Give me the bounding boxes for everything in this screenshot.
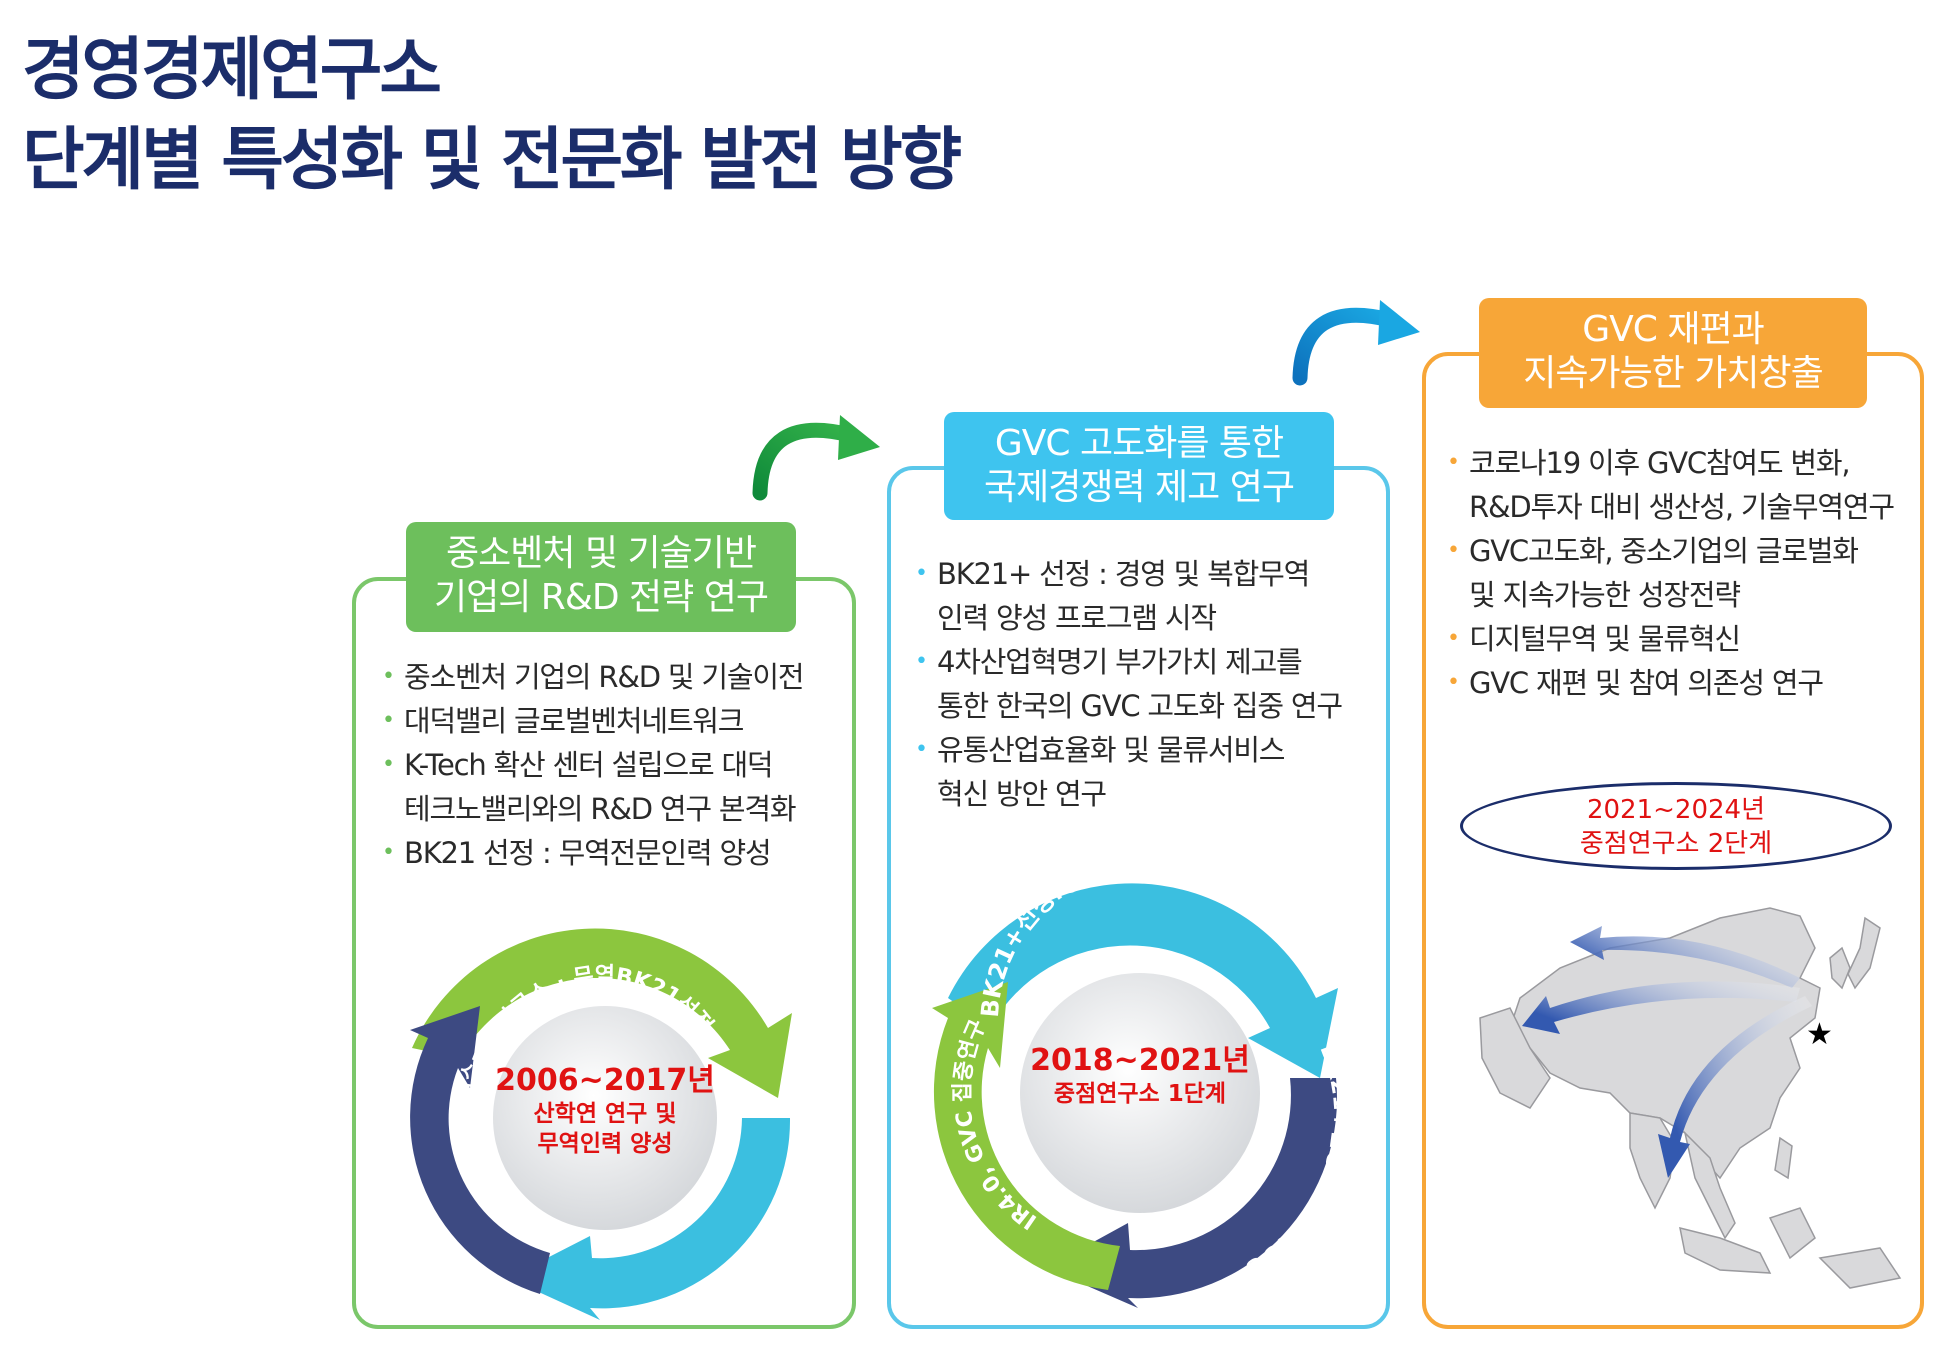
stage2-header: GVC 고도화를 통한 국제경쟁력 제고 연구 bbox=[944, 412, 1334, 520]
cycle-arrow-cyan bbox=[948, 883, 1338, 1078]
bullet-text: BK21+ 선정 : 경영 및 복합무역 bbox=[937, 557, 1310, 591]
bullet-text: 중소벤처 기업의 R&D 및 기술이전 bbox=[404, 660, 805, 694]
cycle-core bbox=[1020, 973, 1260, 1213]
stage1-header-line: 기업의 R&D 전략 연구 bbox=[434, 577, 769, 618]
list-item: 대덕밸리 글로벌벤처네트워크 bbox=[382, 699, 803, 743]
bullet-text: 인력 양성 프로그램 시작 bbox=[937, 601, 1217, 635]
bullet-text: 유통산업효율화 및 물류서비스 bbox=[937, 733, 1285, 767]
bullet-text: 4차산업혁명기 부가가치 제고를 bbox=[937, 645, 1303, 679]
stage1-bullets: 중소벤처 기업의 R&D 및 기술이전 대덕밸리 글로벌벤처네트워크 K-Tec… bbox=[382, 655, 805, 875]
stage2-header-line: 국제경쟁력 제고 연구 bbox=[984, 467, 1295, 508]
stage3-period-ellipse: 2021~2024년 중점연구소 2단계 bbox=[1460, 782, 1892, 870]
bullet-text: BK21 선정 : 무역전문인력 양성 bbox=[404, 836, 772, 870]
bullet-text: K-Tech 확산 센터 설립으로 대덕 bbox=[404, 748, 774, 782]
cycle-arrow-green bbox=[412, 928, 792, 1098]
list-item: 중소벤처 기업의 R&D 및 기술이전 bbox=[382, 655, 805, 699]
map-land bbox=[1479, 907, 1902, 1289]
cycle-year: 2018~2021년 bbox=[1030, 1043, 1250, 1078]
stage3-header-line: GVC 재편과 bbox=[1582, 309, 1764, 350]
cycle-subtitle: 무역인력 양성 bbox=[537, 1131, 673, 1157]
map-arrow-west bbox=[1570, 926, 1800, 988]
cycle-arrow-navy bbox=[410, 1006, 550, 1294]
list-item: BK21 선정 : 무역전문인력 양성 bbox=[382, 831, 803, 875]
stage1-header: 중소벤처 및 기술기반 기업의 R&D 전략 연구 bbox=[406, 522, 796, 632]
stage2-cycle-center: 2018~2021년 중점연구소 1단계 bbox=[1025, 1043, 1255, 1109]
list-item: 코로나19 이후 GVC참여도 변화, R&D투자 대비 생산성, 기술무역연구 bbox=[1447, 441, 1895, 529]
bullet-text: 디지털무역 및 물류혁신 bbox=[1469, 622, 1741, 656]
bullet-text: 코로나19 이후 GVC참여도 변화, bbox=[1469, 446, 1851, 480]
stage1-cycle-diagram: 중점연구소 · 무역BK21선정 K-Tech확산센터 설립 e-비즈니스센터 … bbox=[391, 899, 792, 1320]
bullet-text: R&D투자 대비 생산성, 기술무역연구 bbox=[1469, 490, 1895, 524]
stage3-header-line: 지속가능한 가치창출 bbox=[1523, 353, 1824, 394]
asia-map: ★ bbox=[1479, 907, 1902, 1289]
bullet-text: 테크노밸리와의 R&D 연구 본격화 bbox=[404, 792, 797, 826]
list-item: GVC 재편 및 참여 의존성 연구 bbox=[1447, 661, 1894, 705]
title-line-1: 경영경제연구소 bbox=[22, 31, 442, 110]
stage3-bullets: 코로나19 이후 GVC참여도 변화,R&D투자 대비 생산성, 기술무역연구 … bbox=[1447, 441, 1895, 705]
stage2-header-line: GVC 고도화를 통한 bbox=[994, 423, 1284, 464]
korea-marker: ★ bbox=[1806, 1017, 1833, 1052]
cycle-year: 2006~2017년 bbox=[495, 1063, 715, 1098]
page-title: 경영경제연구소 단계별 특성화 및 전문화 발전 방향 bbox=[22, 26, 962, 206]
period-label: 중점연구소 2단계 bbox=[1579, 829, 1773, 859]
cycle-subtitle: 중점연구소 1단계 bbox=[1053, 1081, 1227, 1107]
map-arrow-south bbox=[1658, 996, 1812, 1178]
cycle-core bbox=[493, 1006, 717, 1230]
bullet-text: GVC고도화, 중소기업의 글로벌화 bbox=[1469, 534, 1859, 568]
cycle-arrow-green bbox=[932, 982, 1120, 1290]
arrow-stage1-to-2 bbox=[752, 415, 880, 501]
bullet-text: 및 지속가능한 성장전략 bbox=[1469, 578, 1741, 612]
cycle-subtitle: 산학연 연구 및 bbox=[533, 1101, 677, 1127]
stage3-header: GVC 재편과 지속가능한 가치창출 bbox=[1479, 298, 1867, 408]
stage1-cycle-center: 2006~2017년 산학연 연구 및 무역인력 양성 bbox=[490, 1063, 720, 1159]
period-years: 2021~2024년 bbox=[1586, 795, 1766, 825]
title-line-2: 단계별 특성화 및 전문화 발전 방향 bbox=[22, 121, 962, 200]
arrow-stage2-to-3 bbox=[1292, 300, 1420, 386]
bullet-text: GVC 재편 및 참여 의존성 연구 bbox=[1469, 666, 1824, 700]
list-item: 디지털무역 및 물류혁신 bbox=[1447, 617, 1894, 661]
map-arrow-southwest bbox=[1522, 981, 1800, 1034]
bullet-text: 혁신 방안 연구 bbox=[937, 777, 1107, 811]
bullet-text: 통한 한국의 GVC 고도화 집중 연구 bbox=[937, 689, 1343, 723]
cycle-arrow-cyan bbox=[508, 1118, 791, 1320]
bullet-text: 대덕밸리 글로벌벤처네트워크 bbox=[404, 704, 744, 738]
stage1-header-line: 중소벤처 및 기술기반 bbox=[446, 533, 757, 574]
